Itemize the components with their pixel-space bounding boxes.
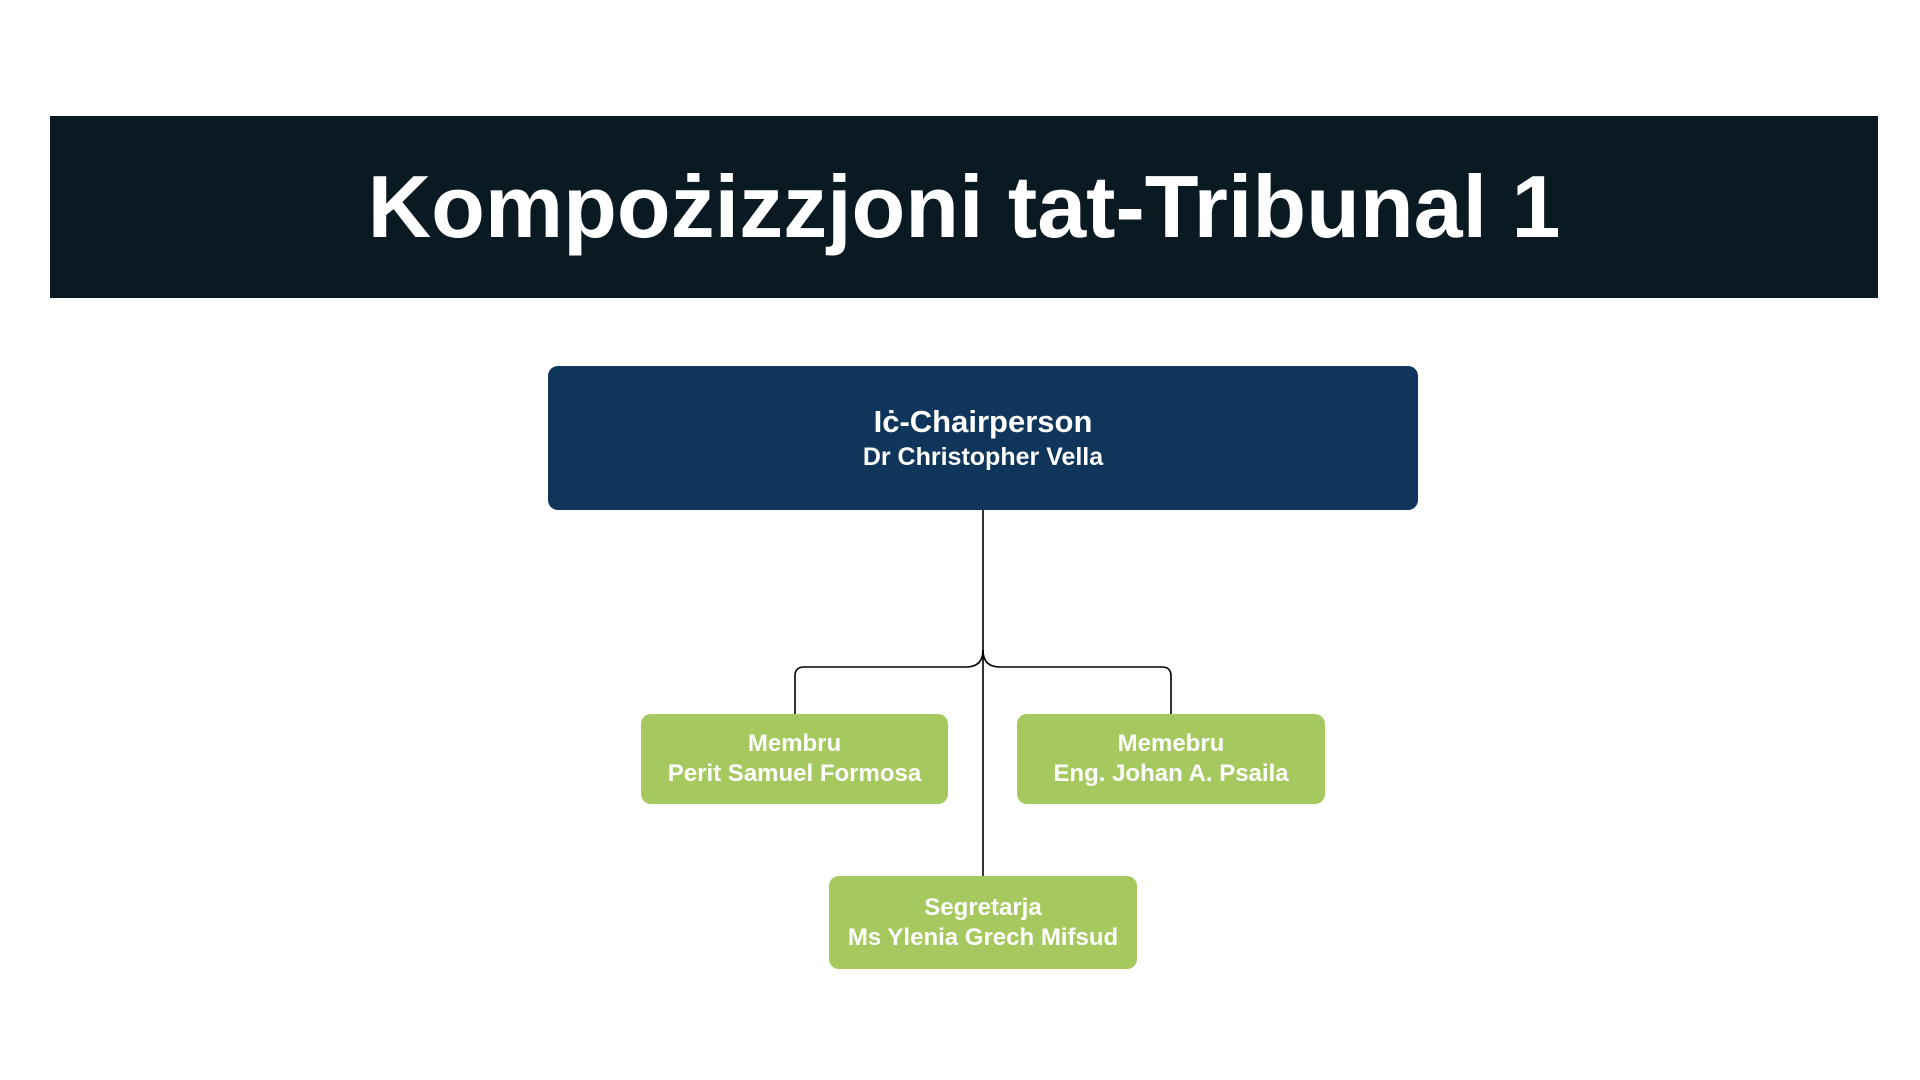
secretary-role: Segretarja bbox=[924, 893, 1042, 921]
title-banner: Kompożizzjoni tat-Tribunal 1 bbox=[50, 116, 1878, 298]
secretary-name: Ms Ylenia Grech Mifsud bbox=[847, 923, 1119, 951]
member-left-name: Perit Samuel Formosa bbox=[667, 760, 922, 787]
member-left-role: Membru bbox=[747, 730, 842, 757]
member-box-left: Membru Perit Samuel Formosa bbox=[641, 714, 948, 804]
chairperson-name: Dr Christopher Vella bbox=[862, 443, 1104, 471]
page-title: Kompożizzjoni tat-Tribunal 1 bbox=[367, 157, 1561, 256]
connector-branch-left bbox=[794, 649, 984, 714]
member-box-right: Memebru Eng. Johan A. Psaila bbox=[1017, 714, 1325, 804]
chairperson-box: Iċ-Chairperson Dr Christopher Vella bbox=[548, 366, 1418, 510]
member-right-name: Eng. Johan A. Psaila bbox=[1053, 760, 1289, 787]
member-right-role: Memebru bbox=[1117, 730, 1225, 757]
chairperson-role: Iċ-Chairperson bbox=[873, 404, 1093, 439]
connector-branch-right bbox=[982, 649, 1172, 714]
secretary-box: Segretarja Ms Ylenia Grech Mifsud bbox=[829, 876, 1137, 969]
